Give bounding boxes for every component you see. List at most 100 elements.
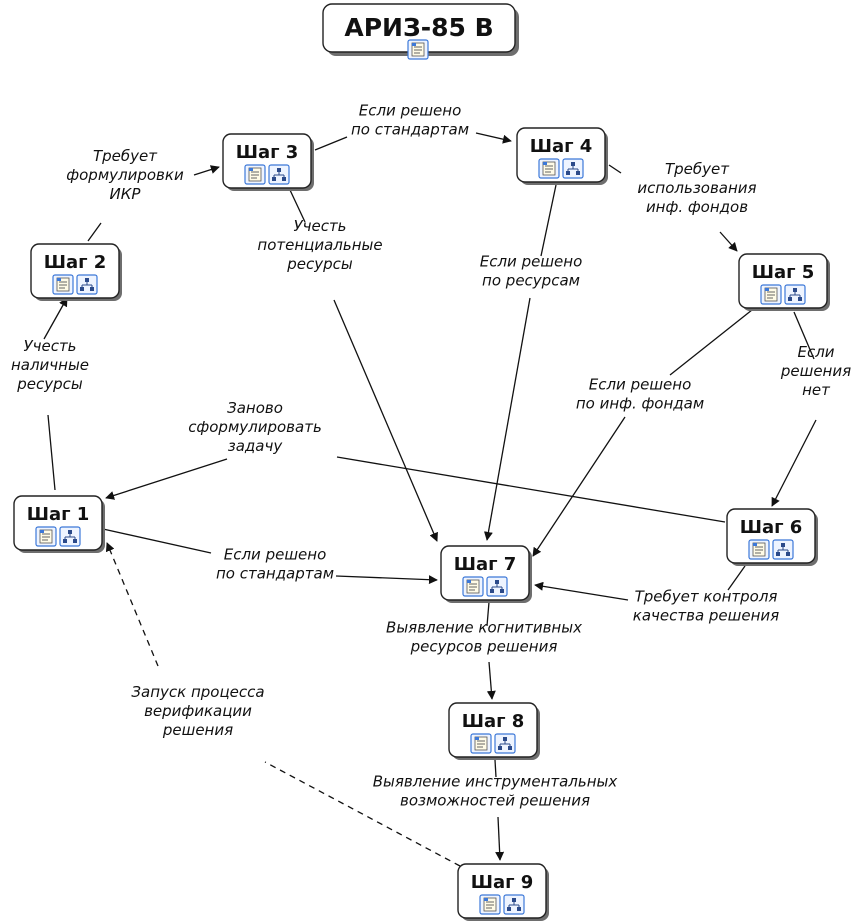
node-label: Шаг 4 <box>530 136 593 157</box>
submap-icon[interactable] <box>76 274 98 295</box>
submap-icon[interactable] <box>772 539 794 560</box>
edge-line-start <box>669 305 758 376</box>
edge-line-end <box>495 816 505 861</box>
edge-label-line: Требует контроля <box>635 588 778 606</box>
edge-line-end <box>105 542 159 667</box>
note-icon[interactable] <box>244 164 266 185</box>
edge-label-line: Требует <box>665 160 730 178</box>
edge-e5-6[interactable] <box>771 311 817 507</box>
edge-line-end <box>333 299 438 542</box>
edge-e8-9[interactable] <box>494 759 505 861</box>
edge-label-line: Учесть <box>293 217 346 235</box>
submap-icon[interactable] <box>486 576 508 597</box>
submap-icon[interactable] <box>503 894 525 915</box>
edge-e7-8[interactable] <box>486 601 496 700</box>
edge-label-line: по ресурсам <box>482 272 580 290</box>
node-step8[interactable]: Шаг 8 <box>448 702 540 760</box>
edge-e1-2[interactable] <box>43 297 68 491</box>
title-node[interactable]: АРИЗ-85 В <box>322 3 519 60</box>
node-label: Шаг 3 <box>236 142 299 163</box>
edge-label-line: ресурсов решения <box>410 638 558 656</box>
submap-icon[interactable] <box>268 164 290 185</box>
edge-e9-1[interactable] <box>105 542 461 867</box>
edge-label-line: наличные <box>11 356 89 374</box>
node-step6[interactable]: Шаг 6 <box>726 508 818 566</box>
edge-line-end <box>335 575 438 585</box>
submap-icon[interactable] <box>59 526 81 547</box>
note-icon[interactable] <box>35 526 57 547</box>
node-step4[interactable]: Шаг 4 <box>516 127 608 185</box>
edge-label-line: Заново <box>227 399 283 417</box>
edge-line-start <box>540 184 557 257</box>
edge-label-line: Запуск процесса <box>131 683 264 701</box>
note-icon[interactable] <box>760 284 782 305</box>
node-step9[interactable]: Шаг 9 <box>457 863 549 921</box>
edge-label-line: по стандартам <box>351 121 469 139</box>
edge-e2-3[interactable] <box>87 165 220 242</box>
edge-line-end <box>719 231 738 252</box>
node-label: Шаг 2 <box>44 252 107 273</box>
node-step2[interactable]: Шаг 2 <box>30 243 122 301</box>
submap-icon[interactable] <box>784 284 806 305</box>
diagram-title: АРИЗ-85 В <box>344 13 493 42</box>
edge-line-start <box>486 601 490 627</box>
note-icon[interactable] <box>748 539 770 560</box>
edge-e1-7[interactable] <box>102 528 438 585</box>
node-step3[interactable]: Шаг 3 <box>222 133 314 191</box>
edge-line-end <box>483 297 531 541</box>
edge-e5-7[interactable] <box>532 305 758 557</box>
edge-line-end <box>771 419 817 507</box>
edge-line-start <box>727 565 746 591</box>
edge-label-line: потенциальные <box>257 236 382 254</box>
edge-line-start <box>102 528 212 554</box>
node-step5[interactable]: Шаг 5 <box>738 253 830 311</box>
edge-line-end <box>486 661 496 700</box>
edge-e6-7[interactable] <box>534 565 746 601</box>
edge-label-line: ресурсы <box>16 375 83 393</box>
edge-label-line: решения <box>780 362 851 380</box>
edge-label-line: возможностей решения <box>400 792 590 810</box>
edge-line-start <box>608 164 622 174</box>
node-label: Шаг 9 <box>471 872 534 893</box>
edge-line-end <box>475 132 512 144</box>
edge-line-start <box>494 759 497 778</box>
node-label: Шаг 6 <box>740 517 803 538</box>
note-icon[interactable] <box>479 894 501 915</box>
edge-label-line: использования <box>637 179 756 197</box>
note-icon[interactable] <box>538 158 560 179</box>
edge-label-line: Если решено <box>480 253 583 271</box>
note-icon[interactable] <box>462 576 484 597</box>
edge-line-start <box>47 414 56 491</box>
node-step7[interactable]: Шаг 7 <box>440 545 532 603</box>
edge-label-line: задачу <box>228 437 284 455</box>
note-icon[interactable] <box>470 733 492 754</box>
edge-label-line: Если <box>797 343 834 361</box>
edge-e3-7[interactable] <box>289 189 438 542</box>
edge-label-line: по стандартам <box>216 565 334 583</box>
edge-e4-7[interactable] <box>483 184 557 541</box>
nodes-layer: Шаг 1 Шаг 2 Шаг 3 Шаг 4 Шаг 5 Шаг 6 Шаг 7 Шаг 8… <box>13 127 830 921</box>
edge-e6-1[interactable] <box>105 456 726 523</box>
edge-label-line: нет <box>802 381 831 399</box>
submap-icon[interactable] <box>562 158 584 179</box>
node-label: Шаг 8 <box>462 711 525 732</box>
edge-e4-5[interactable] <box>608 164 738 252</box>
edge-line-end <box>43 297 68 340</box>
note-icon[interactable] <box>407 39 429 60</box>
note-icon[interactable] <box>52 274 74 295</box>
edge-label-line: Выявление инструментальных <box>373 773 618 791</box>
node-label: Шаг 5 <box>752 262 815 283</box>
edge-e3-4[interactable] <box>314 132 512 151</box>
submap-icon[interactable] <box>494 733 516 754</box>
edge-line-end <box>532 416 626 557</box>
node-step1[interactable]: Шаг 1 <box>13 495 105 553</box>
